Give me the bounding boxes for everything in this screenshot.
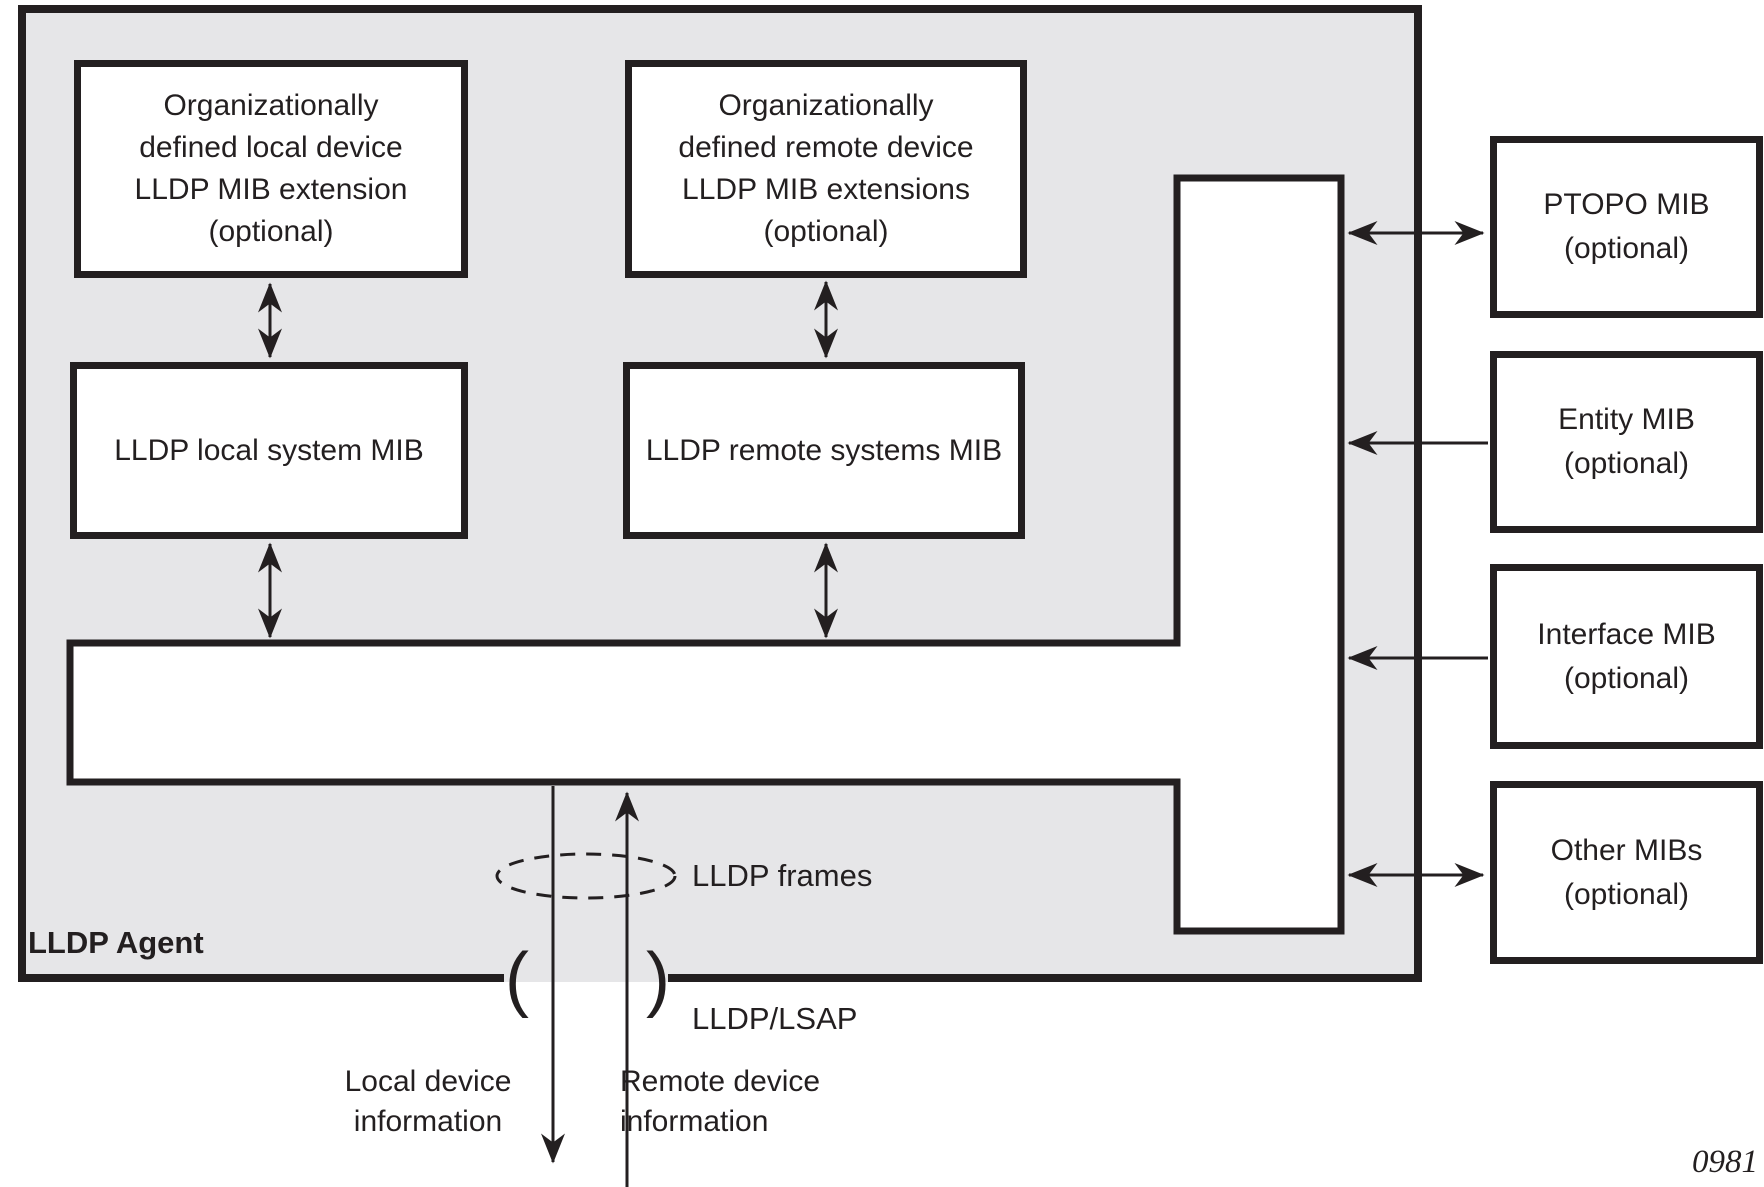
box-line: Interface MIB [1537,617,1716,651]
box-line: LLDP MIB extension [134,173,408,206]
lsap-break-close: ) [646,939,670,1019]
box-line: Entity MIB [1558,403,1695,436]
box-line: Other MIBs [1550,833,1703,867]
lldp-lsap-label: LLDP/LSAP [692,1001,858,1036]
lldp-agent-label: LLDP Agent [28,925,204,960]
box-line: Organizationally [163,89,379,122]
box-line: (optional) [1563,661,1690,695]
box-line: PTOPO MIB [1543,188,1710,221]
box-line: defined local device [139,131,403,164]
figure-number: 0981 [1692,1144,1758,1180]
remote-device-information-label: Remote device information [620,1062,820,1142]
lldp-remote-systems-mib-box: LLDP remote systems MIB [623,362,1025,539]
lldp-frames-ellipse [495,852,677,900]
org-defined-local-extension-box: Organizationally defined local device LL… [74,60,468,278]
local-device-information-label: Local device information [330,1062,526,1142]
box-line: defined remote device [678,131,974,164]
interface-mib-box: Interface MIB (optional) [1490,564,1763,749]
entity-mib-box: Entity MIB (optional) [1490,351,1763,533]
label-line: information [353,1105,503,1138]
box-line: LLDP local system MIB [114,433,424,467]
label-line: Remote device [620,1065,821,1098]
lldp-local-system-mib-box: LLDP local system MIB [70,362,468,539]
box-line: Organizationally [718,89,934,122]
box-line: (optional) [763,215,889,248]
internal-bus-bar [66,174,1345,935]
label-line: Local device [344,1065,512,1098]
lldp-frames-label: LLDP frames [692,858,873,893]
box-line: (optional) [1563,232,1690,265]
ptopo-mib-box: PTOPO MIB (optional) [1490,136,1763,318]
box-line: (optional) [208,215,334,248]
lldp-agent-container-border [18,5,1422,982]
label-line: information [620,1105,769,1138]
org-defined-remote-extensions-box: Organizationally defined remote device L… [625,60,1027,278]
box-line: (optional) [1563,447,1690,480]
box-line: LLDP MIB extensions [682,173,970,206]
lsap-break-open: ( [505,939,529,1019]
box-line: (optional) [1563,877,1690,911]
other-mibs-box: Other MIBs (optional) [1490,781,1763,964]
box-line: LLDP remote systems MIB [645,433,1003,467]
